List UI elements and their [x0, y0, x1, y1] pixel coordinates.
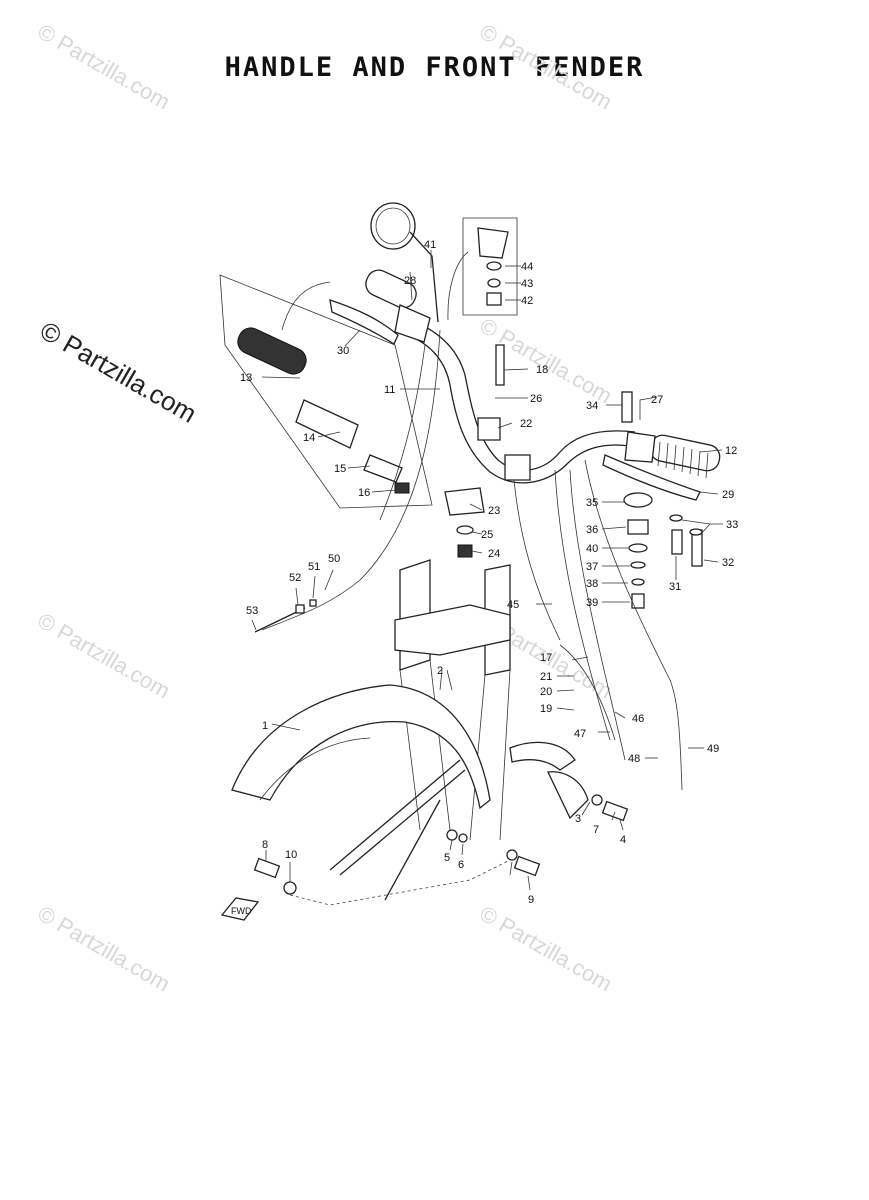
watermark: © Partzilla.com	[34, 19, 175, 115]
callout-44: 44	[521, 261, 533, 273]
callout-43: 43	[521, 278, 533, 290]
callout-49: 49	[707, 743, 719, 755]
callout-20: 20	[540, 686, 552, 698]
callout-45: 45	[507, 599, 519, 611]
callout-36: 36	[586, 524, 598, 536]
callout-38: 38	[586, 578, 598, 590]
switch-parts	[621, 391, 703, 609]
page-title: HANDLE AND FRONT FENDER	[224, 52, 645, 83]
callout-3: 3	[575, 813, 581, 825]
callout-42: 42	[521, 295, 533, 307]
fwd-badge: FWD	[220, 897, 260, 921]
mirror	[370, 202, 439, 323]
callout-29: 29	[722, 489, 734, 501]
callout-37: 37	[586, 561, 598, 573]
callout-1: 1	[262, 720, 268, 732]
callout-23: 23	[488, 505, 500, 517]
grip-exploded	[237, 327, 410, 494]
callout-4: 4	[620, 834, 626, 846]
callout-21: 21	[540, 671, 552, 683]
callout-31: 31	[669, 581, 681, 593]
brake-lever	[602, 454, 701, 501]
handlebar	[399, 317, 636, 484]
callout-40: 40	[586, 543, 598, 555]
callout-8: 8	[262, 839, 268, 851]
front-fender	[231, 684, 629, 906]
callout-16: 16	[358, 487, 370, 499]
speedo-cable	[254, 599, 317, 633]
watermark: © Partzilla.com	[34, 901, 175, 997]
callout-5: 5	[444, 852, 450, 864]
callout-9: 9	[528, 894, 534, 906]
callout-46: 46	[632, 713, 644, 725]
callout-28: 28	[404, 275, 416, 287]
watermarks: © Partzilla.com © Partzilla.com © Partzi…	[34, 19, 617, 997]
callout-33: 33	[726, 519, 738, 531]
inset-box	[462, 217, 518, 316]
watermark-main: © Partzilla.com	[35, 315, 202, 429]
callout-27: 27	[651, 394, 663, 406]
callout-13: 13	[240, 372, 252, 384]
watermark: © Partzilla.com	[476, 901, 617, 997]
callout-7: 7	[593, 824, 599, 836]
watermark: © Partzilla.com	[476, 19, 617, 115]
callout-34: 34	[586, 400, 598, 412]
leader-lines	[251, 250, 723, 891]
handlebar-clamps	[444, 344, 531, 558]
right-grip	[624, 431, 721, 479]
fork-assembly	[394, 559, 511, 841]
callout-30: 30	[337, 345, 349, 357]
callout-47: 47	[574, 728, 586, 740]
left-grip	[365, 269, 431, 343]
watermark: © Partzilla.com	[34, 608, 175, 704]
callout-2: 2	[437, 665, 443, 677]
callout-53: 53	[246, 605, 258, 617]
callout-18: 18	[536, 364, 548, 376]
callout-41: 41	[424, 239, 436, 251]
fwd-label: FWD	[231, 906, 252, 916]
callout-35: 35	[586, 497, 598, 509]
callout-52: 52	[289, 572, 301, 584]
callout-22: 22	[520, 418, 532, 430]
callout-51: 51	[308, 561, 320, 573]
callout-39: 39	[586, 597, 598, 609]
callout-26: 26	[530, 393, 542, 405]
callout-12: 12	[725, 445, 737, 457]
clutch-lever	[329, 299, 399, 345]
grip-group-outline	[219, 274, 433, 509]
callout-25: 25	[481, 529, 493, 541]
callout-labels: 1 2 3 4 5 6 7 8 9 10 11 12 13 14 15 16 1…	[240, 239, 738, 906]
callout-14: 14	[303, 432, 315, 444]
callout-50: 50	[328, 553, 340, 565]
callout-15: 15	[334, 463, 346, 475]
callout-48: 48	[628, 753, 640, 765]
callout-32: 32	[722, 557, 734, 569]
callout-10: 10	[285, 849, 297, 861]
callout-11: 11	[384, 384, 395, 396]
callout-24: 24	[488, 548, 500, 560]
callout-6: 6	[458, 859, 464, 871]
callout-17: 17	[540, 652, 552, 664]
callout-19: 19	[540, 703, 552, 715]
